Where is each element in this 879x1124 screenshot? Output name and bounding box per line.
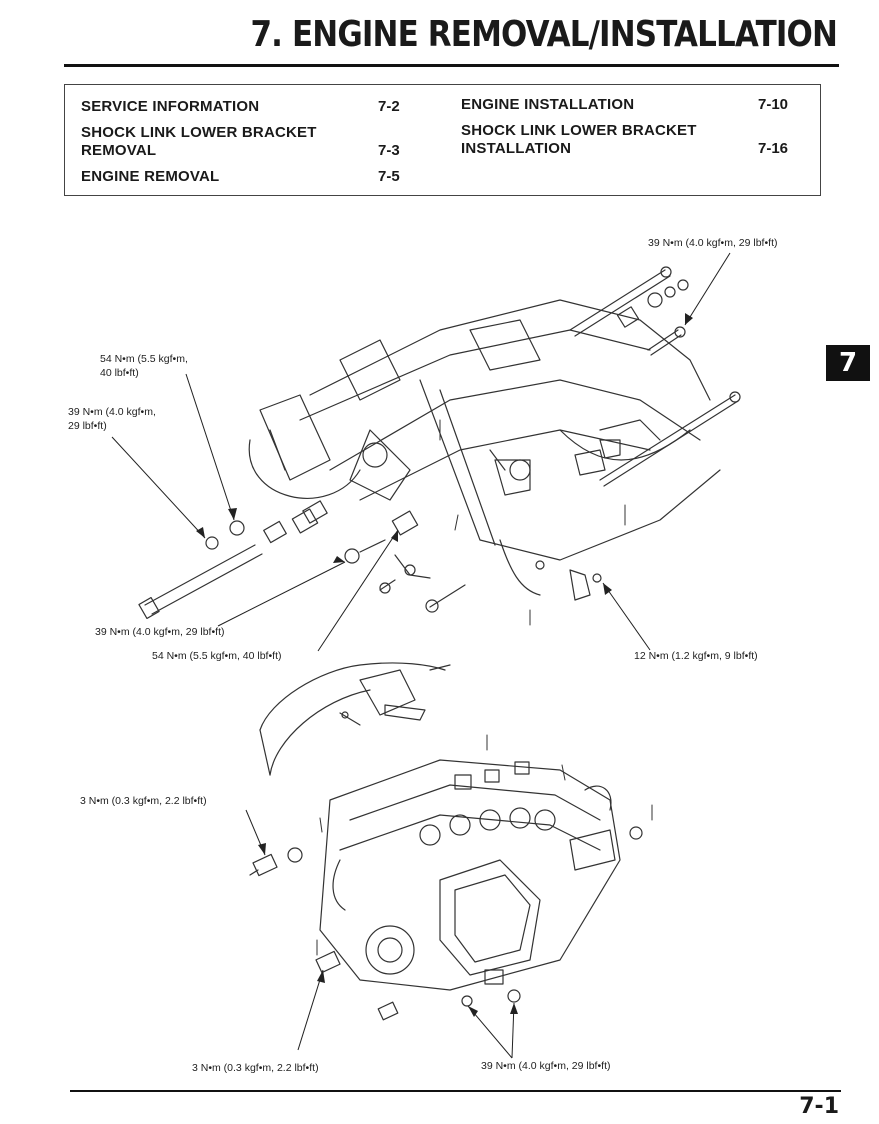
torque-callout: 54 N•m (5.5 kgf•m, [100, 353, 188, 365]
toc-item-label: SERVICE INFORMATION [81, 98, 260, 115]
direction-arrows-drawing [316, 419, 653, 956]
toc-item-label: REMOVAL [81, 142, 157, 159]
engine-mount-bolts-drawing [249, 826, 643, 1021]
chapter-tab: 7 [826, 345, 870, 381]
torque-callout: 3 N•m (0.3 kgf•m, 2.2 lbf•ft) [80, 795, 207, 807]
hose-assembly-drawing [259, 662, 451, 776]
frame-drawing [248, 299, 721, 561]
page-title: 7. ENGINE REMOVAL/INSTALLATION [250, 14, 837, 55]
torque-callout: 12 N•m (1.2 kgf•m, 9 lbf•ft) [634, 650, 758, 662]
torque-callout: 39 N•m (4.0 kgf•m, 29 lbf•ft) [481, 1060, 611, 1072]
toc-item-label: ENGINE REMOVAL [81, 168, 220, 185]
footer-rule [70, 1090, 841, 1092]
upper-bolt-drawing [569, 266, 689, 356]
title-rule [64, 64, 839, 67]
page-number: 7-1 [799, 1094, 839, 1119]
torque-callout: 39 N•m (4.0 kgf•m, 29 lbf•ft) [95, 626, 225, 638]
pivot-shaft-drawing [138, 500, 466, 620]
torque-callout: 39 N•m (4.0 kgf•m, [68, 406, 156, 418]
toc-item-label: SHOCK LINK LOWER BRACKET [81, 124, 317, 141]
table-of-contents: SERVICE INFORMATION 7-2 SHOCK LINK LOWER… [64, 84, 821, 196]
toc-item-label: ENGINE INSTALLATION [461, 96, 635, 113]
lower-right-bracket-drawing [489, 449, 602, 601]
torque-callout: 3 N•m (0.3 kgf•m, 2.2 lbf•ft) [192, 1062, 319, 1074]
torque-callout: 54 N•m (5.5 kgf•m, 40 lbf•ft) [152, 650, 282, 662]
toc-item-page: 7-2 [378, 98, 400, 115]
toc-item-page: 7-3 [378, 142, 400, 159]
toc-item-label: SHOCK LINK LOWER BRACKET [461, 122, 697, 139]
toc-item-page: 7-5 [378, 168, 400, 185]
engine-block-drawing [319, 759, 621, 991]
torque-callout: 29 lbf•ft) [68, 420, 107, 432]
callout-leaders [111, 252, 731, 1059]
callout-arrowheads [196, 313, 693, 1017]
toc-item-page: 7-16 [758, 140, 789, 157]
torque-callout: 39 N•m (4.0 kgf•m, 29 lbf•ft) [648, 237, 778, 249]
right-bolt-drawing [599, 391, 741, 487]
toc-item-page: 7-10 [758, 96, 789, 113]
torque-callout: 40 lbf•ft) [100, 367, 139, 379]
toc-item-label: INSTALLATION [461, 140, 572, 157]
